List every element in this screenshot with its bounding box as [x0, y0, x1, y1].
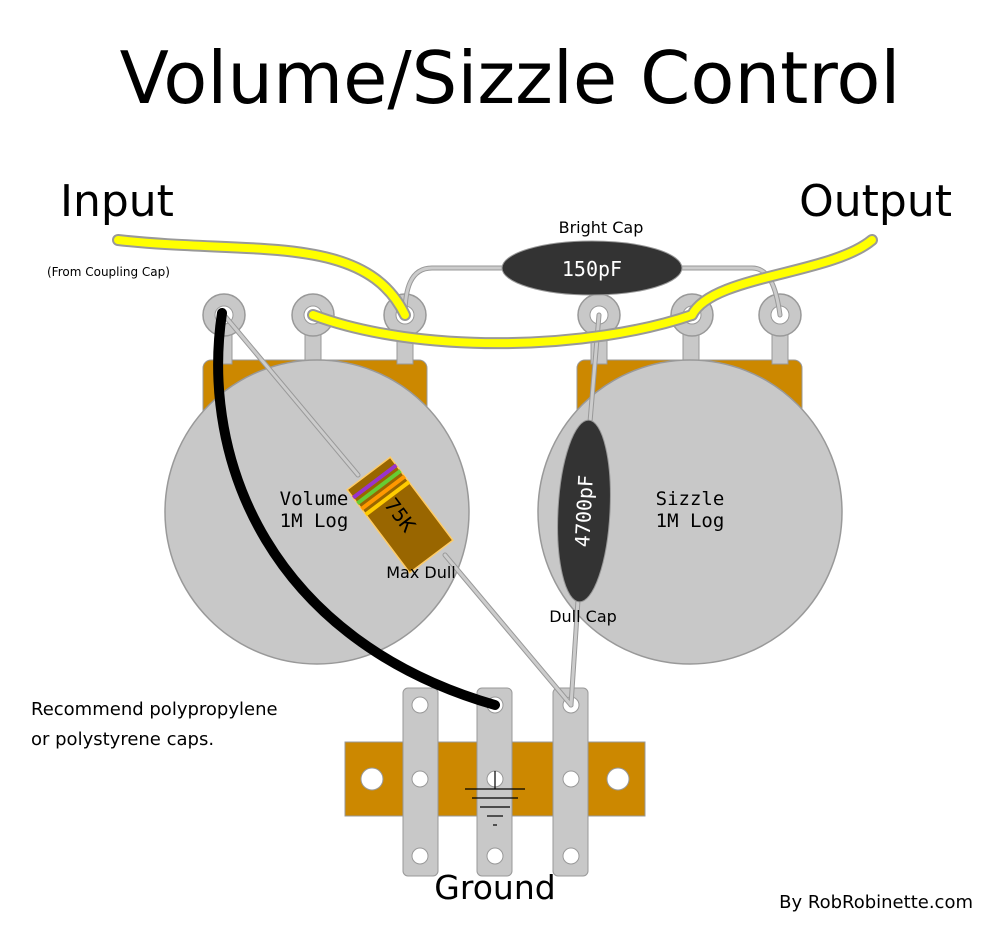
resistor-band-orange: [360, 474, 406, 511]
resistor-band-violet: [351, 463, 398, 500]
terminal-3-hole-bottom: [562, 847, 580, 865]
terminal-1-hole-mid: [411, 770, 429, 788]
sizzle-pot: Sizzle 1M Log: [537, 293, 843, 665]
sizzle-pot-value: 1M Log: [656, 510, 725, 532]
volume-pot-name: Volume: [280, 488, 349, 510]
bright-cap-body: [501, 240, 683, 296]
dull-cap-value: 4700pF: [570, 474, 598, 547]
ground-strip-mount-hole-left: [360, 767, 384, 791]
dull-cap: 4700pF: [557, 419, 611, 603]
resistor-band-gold: [364, 480, 411, 517]
terminal-3-hole-mid: [562, 770, 580, 788]
terminal-1-hole-bottom: [411, 847, 429, 865]
input-note: (From Coupling Cap): [47, 265, 170, 279]
input-wire: [114, 236, 409, 319]
bright-cap-label: Bright Cap: [559, 218, 644, 237]
max-dull-label: Max Dull: [386, 563, 456, 582]
sizzle-pot-name: Sizzle: [656, 488, 725, 510]
jumper-wire: [309, 311, 696, 348]
dull-cap-body: [557, 419, 611, 603]
volume-pot-value: 1M Log: [280, 510, 349, 532]
bright-cap: 150pF: [501, 240, 683, 296]
bright-cap-value: 150pF: [562, 257, 622, 281]
output-wire: [688, 236, 876, 319]
resistor-band-green: [356, 469, 402, 505]
note-line-1: Recommend polypropylene: [31, 699, 278, 720]
resistor-75k: 75K: [346, 456, 454, 574]
input-label: Input: [60, 176, 174, 227]
ground-symbol-icon: [465, 771, 525, 826]
page-title: Volume/Sizzle Control: [120, 36, 901, 120]
volume-pot-body: [164, 359, 470, 665]
black-ground-wire: [213, 308, 500, 710]
note-line-2: or polystyrene caps.: [31, 729, 214, 750]
ground-strip-mount-hole-right: [606, 767, 630, 791]
terminal-2-hole-bottom: [486, 847, 504, 865]
resistor-body: [346, 456, 454, 574]
dull-cap-label: Dull Cap: [549, 607, 617, 626]
output-label: Output: [799, 176, 952, 227]
yellow-wires: [112, 234, 878, 350]
ground-label: Ground: [434, 868, 555, 907]
ground-strip: [344, 687, 646, 877]
terminal-1-hole-top: [411, 696, 429, 714]
volume-pot: Volume 1M Log: [164, 293, 470, 665]
credit: By RobRobinette.com: [779, 892, 973, 913]
sizzle-pot-body: [537, 359, 843, 665]
